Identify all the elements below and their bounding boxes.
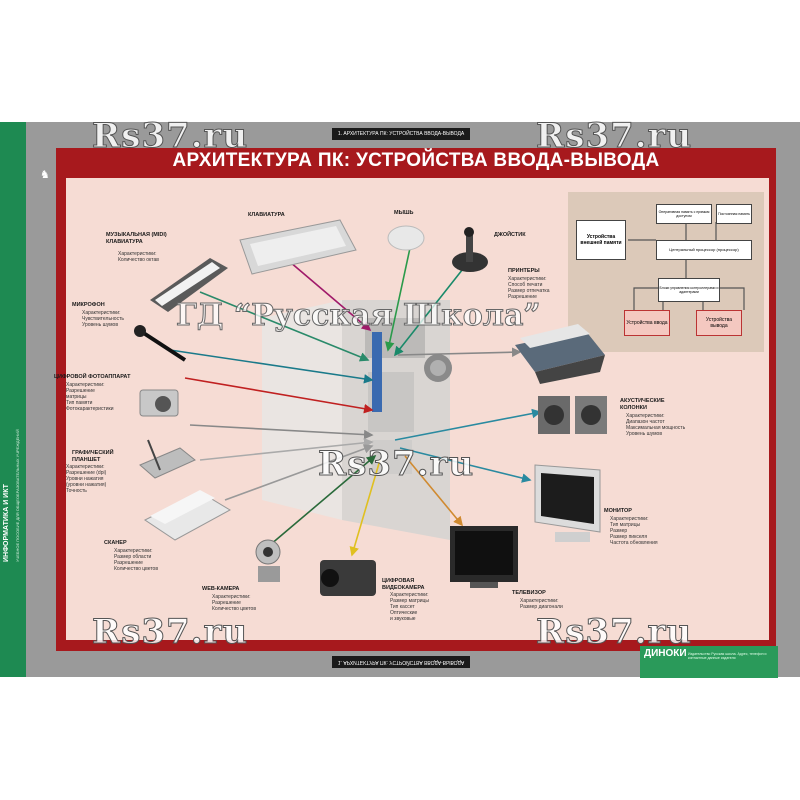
mouse-label: МЫШЬ [394, 210, 414, 216]
midi-keyboard-label: МУЗЫКАЛЬНАЯ (MIDI) КЛАВИАТУРА [106, 232, 167, 245]
scanner-illustration [144, 490, 232, 541]
block-diagram: Устройства внешней памяти Оперативная па… [568, 192, 764, 352]
output-devices-box: Устройства вывода [696, 310, 742, 336]
video-camera-illustration [320, 560, 376, 596]
poster-title: АРХИТЕКТУРА ПК: УСТРОЙСТВА ВВОДА-ВЫВОДА [172, 150, 660, 171]
watermark-bottom-right: Rs37.ru [535, 612, 693, 653]
scanner-details: Характеристики: Размер области Разрешени… [114, 548, 158, 572]
midi-keyboard-illustration [150, 258, 228, 312]
tv-illustration [450, 526, 518, 588]
publisher-logo-name: ДИНОКИ [644, 648, 687, 659]
tablet-illustration [139, 439, 196, 479]
microphone-label: МИКРОФОН [72, 302, 105, 308]
camera-label: ЦИФРОВОЙ ФОТОАППАРАТ [54, 374, 131, 380]
tv-label: ТЕЛЕВИЗОР [512, 590, 546, 596]
ram-box: Оперативная память с прямым доступом [656, 204, 712, 224]
block-diagram-lines [628, 222, 745, 310]
video-camera-details: Характеристики: Размер матрицы Тип кассе… [390, 592, 430, 622]
system-unit-illustration [262, 300, 452, 540]
webcam-illustration [255, 539, 281, 582]
keyboard-illustration [239, 219, 357, 275]
webcam-details: Характеристики: Разрешение Количество цв… [212, 594, 256, 612]
video-camera-label: ЦИФРОВАЯ ВИДЕОКАМЕРА [382, 578, 425, 591]
printers-details: Характеристики: Способ печати Размер отп… [508, 276, 550, 300]
microphone-details: Характеристики: Чувствительность Уровень… [82, 310, 124, 328]
camera-illustration [139, 389, 179, 417]
midi-keyboard-details: Характеристики: Количество октав [118, 251, 159, 263]
connection-arrows [169, 247, 542, 557]
tv-details: Характеристики: Размер диагонали [520, 598, 563, 610]
monitor-label: МОНИТОР [604, 508, 632, 514]
watermark-publisher: ГД “Русская Школа” [176, 298, 542, 334]
watermark-top-right: Rs37.ru [535, 116, 693, 157]
scanner-label: СКАНЕР [104, 540, 127, 546]
publisher-logo: ДИНОКИ Издательство Русская школа. Адрес… [640, 646, 778, 678]
top-strip: 1. АРХИТЕКТУРА ПК: УСТРОЙСТВА ВВОДА-ВЫВО… [332, 128, 470, 140]
speakers-details: Характеристики: Диапазон частот Максимал… [626, 413, 686, 437]
monitor-illustration [534, 464, 601, 542]
cpu-box: Центральный процессор (процессор) [656, 240, 752, 260]
joystick-label: ДЖОЙСТИК [494, 232, 526, 238]
input-devices-box: Устройства ввода [624, 310, 670, 336]
speakers-label: АКУСТИЧЕСКИЕ КОЛОНКИ [620, 398, 665, 411]
printers-label: ПРИНТЕРЫ [508, 268, 540, 274]
tablet-label: ГРАФИЧЕСКИЙ ПЛАНШЕТ [72, 450, 114, 463]
monitor-details: Характеристики: Тип матрицы Размер Разме… [610, 516, 658, 546]
controller-box: Блоки управления контроллерами и адаптер… [658, 278, 720, 302]
printer-illustration [515, 324, 605, 384]
camera-details: Характеристики: Разрешение матрицы Тип п… [66, 382, 114, 412]
external-memory-box: Устройства внешней памяти [576, 220, 626, 260]
webcam-label: WEB-КАМЕРА [202, 586, 240, 592]
publisher-logo-info: Издательство Русская школа. Адрес, телеф… [688, 652, 767, 660]
sidebar-green-bar: ИНФОРМАТИКА И ИКТ УЧЕБНОЕ ПОСОБИЕ ДЛЯ ОБ… [0, 122, 26, 677]
watermark-center: Rs37.ru [317, 444, 475, 485]
mouse-illustration [387, 225, 425, 251]
keyboard-label: КЛАВИАТУРА [248, 212, 285, 218]
watermark-top-left: Rs37.ru [91, 116, 249, 157]
bird-logo-icon: ♞ [40, 169, 50, 181]
tablet-details: Характеристики: Разрешение (dpi) Уровни … [66, 464, 107, 494]
microphone-illustration [134, 325, 187, 362]
rom-box: Постоянная память [716, 204, 752, 224]
joystick-illustration [452, 227, 488, 272]
watermark-bottom-left: Rs37.ru [91, 612, 249, 653]
speakers-illustration [538, 396, 607, 434]
